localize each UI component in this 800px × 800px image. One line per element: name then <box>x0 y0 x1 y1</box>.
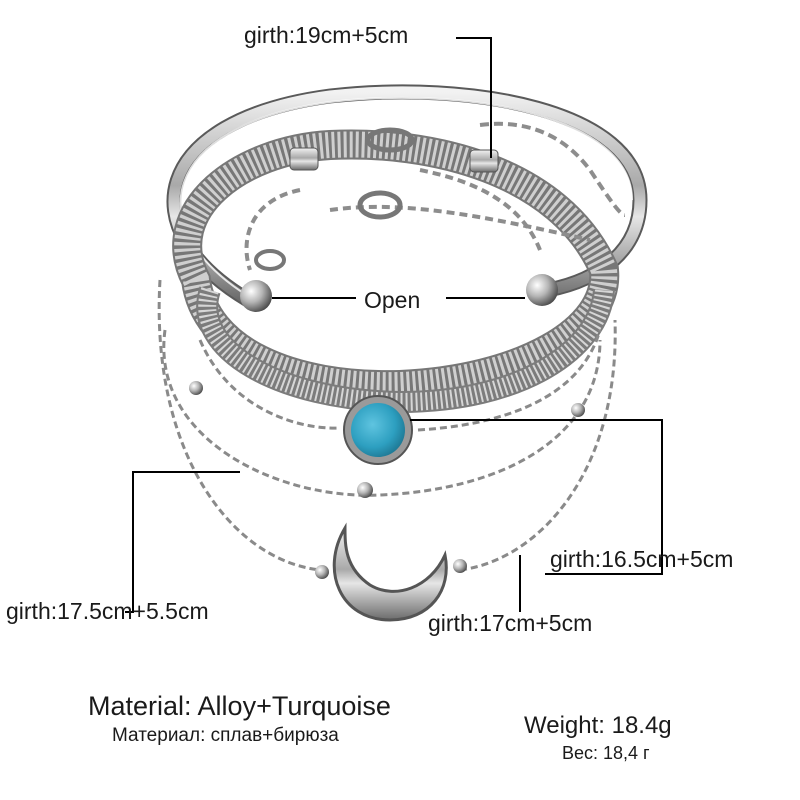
bangle-end-ball-left <box>240 280 272 312</box>
weight-label: Weight: 18.4g <box>524 712 672 739</box>
material-label-ru: Материал: сплав+бирюза <box>112 725 339 746</box>
crescent-moon-bracelet <box>157 279 617 622</box>
girth-label-turquoise: girth:16.5cm+5cm <box>550 546 734 572</box>
callout-line-right <box>410 419 663 575</box>
girth-label-bangle: girth:19cm+5cm <box>244 22 409 48</box>
material-label: Material: Alloy+Turquoise <box>88 691 391 721</box>
mesh-chain-bracelets <box>172 129 620 414</box>
callout-line-top <box>456 37 492 158</box>
open-label: Open <box>364 287 421 313</box>
callout-lines <box>125 37 663 613</box>
turquoise-charm-bracelet <box>198 329 602 465</box>
crescent-moon-charm <box>332 522 448 622</box>
bangle-end-ball-right <box>526 274 558 306</box>
girth-label-bead-chain: girth:17.5cm+5.5cm <box>6 598 209 624</box>
weight-label-ru: Вес: 18,4 г <box>562 743 650 763</box>
callout-line-left <box>125 471 240 613</box>
girth-label-moon: girth:17cm+5cm <box>428 610 593 636</box>
turquoise-stone <box>351 403 405 457</box>
extension-chains <box>244 121 626 271</box>
